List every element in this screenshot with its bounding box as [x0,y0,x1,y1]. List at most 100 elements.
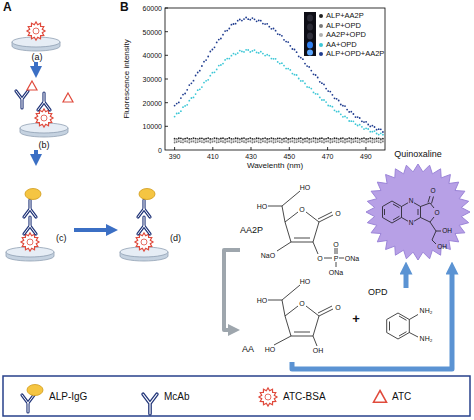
spectrum-dot [327,90,329,92]
spectrum-dot [334,109,336,111]
spectrum-dot [296,51,298,53]
spectrum-dot [180,140,182,142]
spectrum-dot [226,139,228,141]
spectrum-dot [239,138,241,140]
spectrum-dot [304,83,306,85]
spectrum-dot [344,140,346,142]
spectrum-dot [304,139,306,141]
spectrum-dot [218,141,220,143]
spectrum-dot [323,84,325,86]
spectrum-dot [367,124,369,126]
spectrum-dot [207,137,209,139]
spectrum-dot [319,138,321,140]
spectrum-dot [228,140,230,142]
spectrum-dot [275,30,277,32]
spectrum-dot [287,41,289,43]
spectrum-dot [226,141,228,143]
spectrum-dot [231,142,233,144]
spectrum-dot [350,120,352,122]
spectrum-dot [298,56,300,58]
spectrum-dot [176,138,178,140]
spectrum-dot [241,51,243,53]
spectrum-dot [380,139,382,141]
spectrum-dot [332,139,334,141]
spectrum-dot [306,140,308,142]
spectrum-dot [325,88,327,90]
spectrum-dot [197,138,199,140]
spectrum-dot [226,58,228,60]
spectrum-dot [363,137,365,139]
spectrum-dot [275,58,277,60]
spectrum-dot [212,141,214,143]
spectrum-dot [252,142,254,144]
spectrum-dot [374,130,376,132]
spectrum-dot [365,121,367,123]
reaction-arrow [292,268,452,369]
spectrum-dot [336,138,338,140]
spectrum-dot [378,134,380,136]
spectrum-dot [237,52,239,54]
spectrum-dot [247,138,249,140]
spectrum-dot [321,140,323,142]
spectrum-dot [209,138,211,140]
spectrum-dot [315,93,317,95]
spectrum-dot [258,52,260,54]
spectrum-dot [363,128,365,130]
step-d-figure [138,200,150,217]
spectrum-dot [256,137,258,139]
spectrum-dot [277,139,279,141]
spectrum-dot [281,139,283,141]
step-panel: (b) [4,78,84,150]
spectrum-dot [268,55,270,57]
spectrum-dot [195,142,197,144]
spectrum-dot [369,131,371,133]
spectrum-dot [214,46,216,48]
axis-tick-label: 0 [158,147,162,154]
molecule-group: AA2P [240,182,360,278]
spectrum-dot [184,139,186,141]
spectrum-dot [222,140,224,142]
atom-label: NH₂ [420,335,433,342]
spectrum-dot [294,142,296,144]
step-panel: (a) [14,10,60,62]
spectrum-dot [382,134,384,136]
spectrum-dot [224,30,226,32]
spectrum-dot [214,137,216,139]
spectrum-dot [329,105,331,107]
spectrum-dot [350,111,352,113]
atom-label: OH [442,228,452,235]
spectrum-dot [361,126,363,128]
spectrum-dot [193,137,195,139]
spectrum-dot [176,141,178,143]
spectrum-dot [361,120,363,122]
spectrum-dot [174,142,176,144]
spectrum-dot [325,139,327,141]
legend-icons [27,385,43,396]
vial-photo [307,33,313,40]
spectrum-dot [359,117,361,119]
spectrum-dot [239,50,241,52]
spectrum-dot [277,61,279,63]
spectrum-dot [378,140,380,142]
spectrum-dot [245,142,247,144]
step-panel: (c) [4,166,74,270]
legend-text: ALP+AA2P [326,12,364,20]
spectrum-dot [252,50,254,52]
legend-text: AA+OPD [326,41,357,49]
step-a-figure [27,22,45,40]
spectrum-dot [372,125,374,127]
spectrum-dot [207,79,209,81]
spectrum-dot [235,54,237,56]
spectrum-dot [317,138,319,140]
spectrum-dot [308,66,310,68]
spectrum-dot [323,99,325,101]
atom-label: N [409,198,414,205]
spectrum-dot [205,80,207,82]
spectrum-dot [298,138,300,140]
spectrum-dot [321,82,323,84]
step-d-figure [120,189,168,262]
spectrum-dot [222,137,224,139]
vial-photo [307,24,313,31]
spectrum-dot [296,138,298,140]
spectrum-dot [184,93,186,95]
